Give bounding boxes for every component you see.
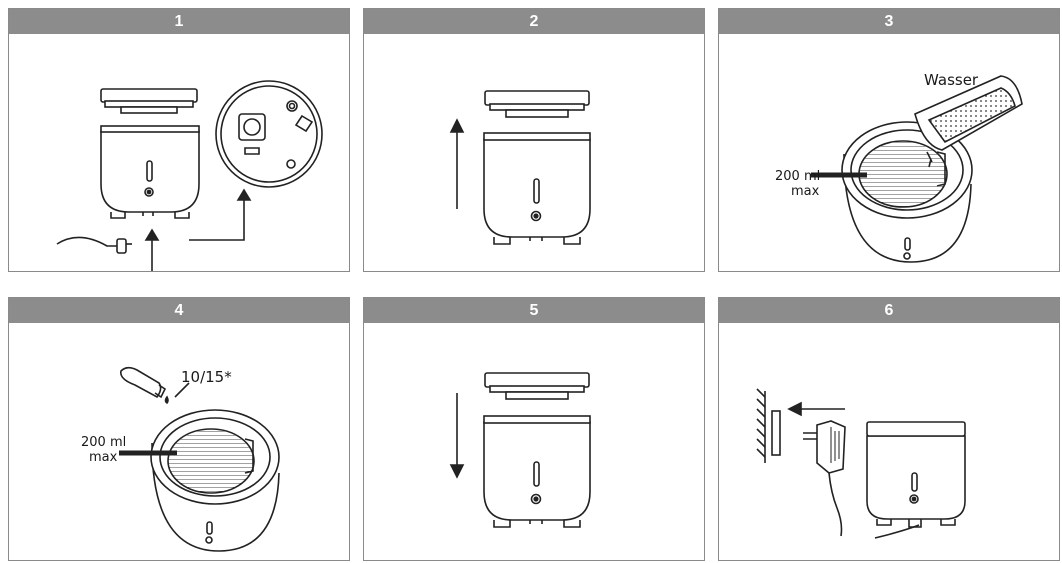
lift-up-arrow bbox=[451, 120, 463, 209]
power-adapter bbox=[803, 421, 845, 536]
open-diffuser bbox=[151, 410, 279, 551]
step-number: 2 bbox=[364, 9, 704, 34]
step-6-illustration bbox=[719, 323, 1060, 561]
ml-label: 200 ml bbox=[775, 169, 820, 184]
step-number: 3 bbox=[719, 9, 1059, 34]
step-5-panel: 5 bbox=[363, 297, 705, 561]
lower-down-arrow bbox=[451, 393, 463, 477]
step-3-panel: 3 bbox=[718, 8, 1060, 272]
step-1-illustration bbox=[9, 34, 350, 272]
step-number: 4 bbox=[9, 298, 349, 323]
diffuser-lid bbox=[485, 373, 589, 399]
step-6-panel: 6 bbox=[718, 297, 1060, 561]
diffuser-base bbox=[101, 126, 199, 218]
diffuser-bottom-view bbox=[216, 81, 322, 187]
diffuser-base bbox=[867, 422, 965, 538]
diffuser-base bbox=[484, 133, 590, 244]
diffuser-lid bbox=[101, 89, 197, 113]
water-label: Wasser bbox=[924, 71, 979, 89]
plug-in-arrow bbox=[789, 403, 845, 415]
oil-bottle bbox=[121, 368, 168, 403]
step-number: 5 bbox=[364, 298, 704, 323]
step-2-illustration bbox=[364, 34, 705, 272]
step-3-illustration: Wasser 200 ml max bbox=[719, 34, 1060, 272]
step-4-panel: 4 bbox=[8, 297, 350, 561]
power-cable bbox=[57, 237, 132, 253]
drops-label: 10/15* bbox=[181, 368, 232, 386]
max-label: max bbox=[89, 450, 118, 465]
diffuser-base bbox=[484, 416, 590, 527]
step-4-illustration: 10/15* 200 ml max bbox=[9, 323, 350, 561]
step-1-panel: 1 bbox=[8, 8, 350, 272]
step-2-panel: 2 bbox=[363, 8, 705, 272]
step-number: 1 bbox=[9, 9, 349, 34]
step-number: 6 bbox=[719, 298, 1059, 323]
ml-label: 200 ml bbox=[81, 435, 126, 450]
step-5-illustration bbox=[364, 323, 705, 561]
diffuser-lid bbox=[485, 91, 589, 117]
max-label: max bbox=[791, 184, 820, 199]
wall-socket bbox=[757, 389, 780, 463]
